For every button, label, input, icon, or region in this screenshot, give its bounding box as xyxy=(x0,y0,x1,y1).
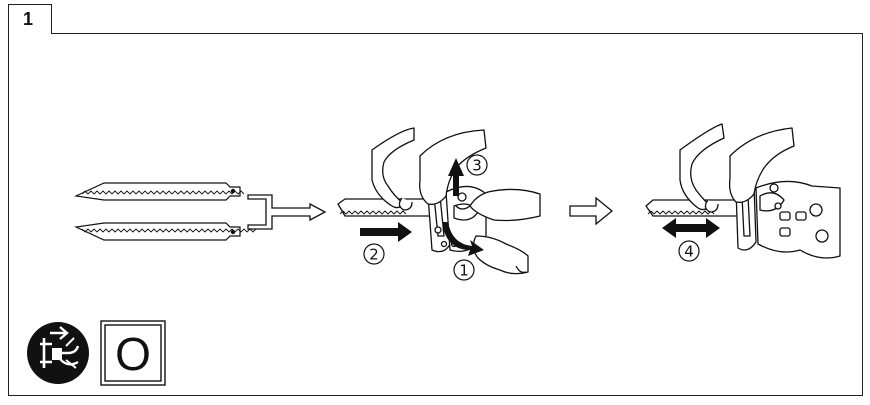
check-scene xyxy=(645,123,841,259)
step-number: 1 xyxy=(23,9,34,29)
switch-off-symbol: O xyxy=(100,320,166,386)
callout-2: 2 xyxy=(363,243,385,265)
bracket-arrow xyxy=(247,194,327,230)
svg-text:1: 1 xyxy=(459,262,469,280)
svg-text:3: 3 xyxy=(472,157,482,175)
unplug-from-power-icon xyxy=(27,322,89,384)
callout-4: 4 xyxy=(678,240,700,262)
saw-blade-upper xyxy=(73,182,245,201)
svg-text:2: 2 xyxy=(369,246,379,264)
saw-blade-lower xyxy=(73,222,257,241)
svg-text:O: O xyxy=(115,328,151,380)
push-arrow xyxy=(360,222,412,242)
svg-text:4: 4 xyxy=(684,243,694,261)
next-step-arrow xyxy=(569,196,614,226)
step-tab: 1 xyxy=(8,4,52,34)
insertion-scene xyxy=(337,127,541,275)
figure-frame xyxy=(8,33,863,396)
lift-arrow xyxy=(448,158,464,196)
callout-3: 3 xyxy=(466,154,488,176)
callout-1: 1 xyxy=(453,259,475,281)
rotate-arrow xyxy=(442,222,484,256)
double-arrow xyxy=(662,218,720,238)
